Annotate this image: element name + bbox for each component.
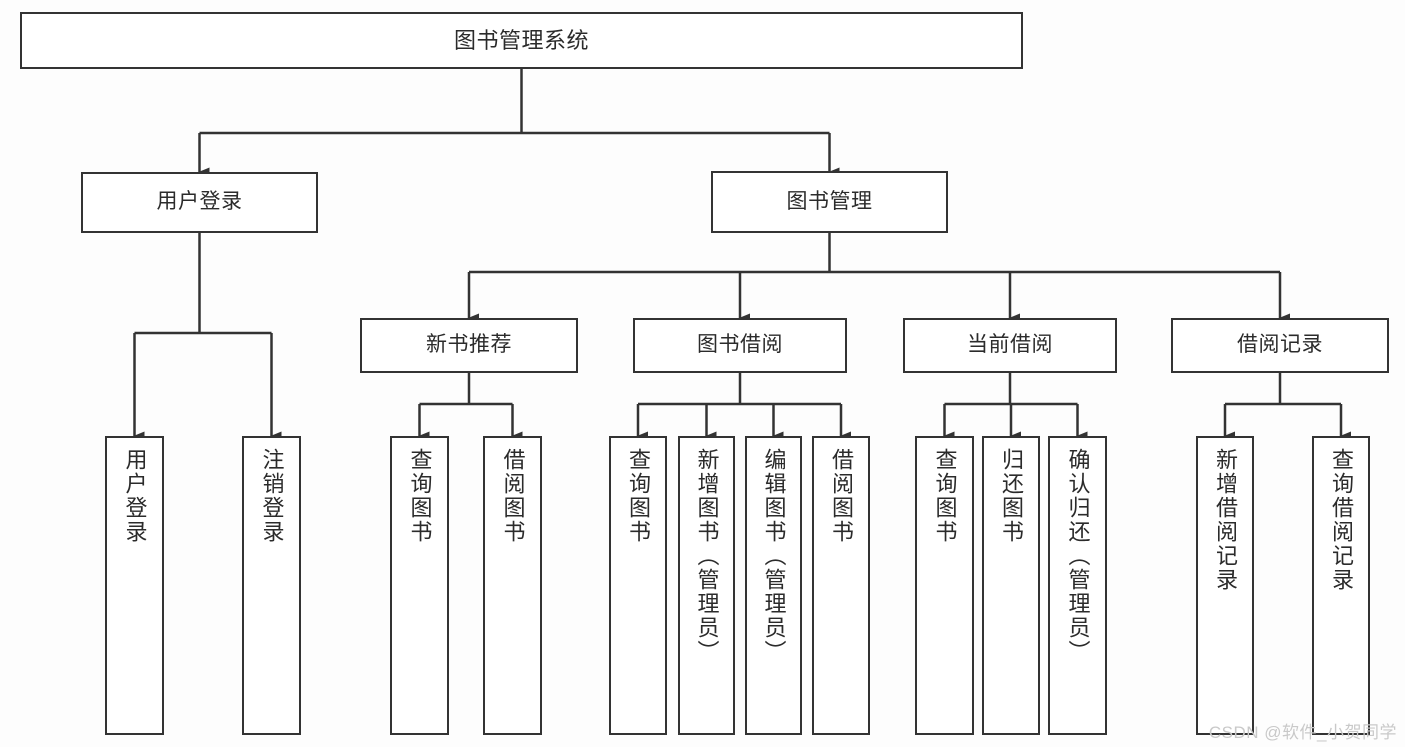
edge-bookmanage-split bbox=[467, 233, 1290, 323]
watermark-text: CSDN @软件_小贺同学 bbox=[1208, 723, 1397, 742]
edge-newbook-split bbox=[418, 373, 523, 441]
node-leaf-borrow-book[interactable]: 借阅图书 bbox=[812, 436, 870, 735]
node-label: 用户登录 bbox=[156, 190, 243, 214]
node-label: 查询借阅记录 bbox=[1329, 448, 1354, 592]
edge-bookborrow-split bbox=[636, 373, 851, 441]
node-label: 当前借阅 bbox=[967, 333, 1053, 357]
node-leaf-user-logout[interactable]: 注销登录 bbox=[242, 436, 301, 735]
node-leaf-query-book-rec[interactable]: 查询图书 bbox=[390, 436, 449, 735]
node-label: 图书借阅 bbox=[697, 333, 783, 357]
node-label: 图书管理系统 bbox=[453, 27, 589, 53]
node-new-book-rec[interactable]: 新书推荐 bbox=[360, 318, 578, 373]
edge-currentborrow-split bbox=[943, 373, 1088, 441]
node-label: 用户登录 bbox=[122, 448, 148, 544]
node-label: 图书管理 bbox=[786, 189, 873, 213]
node-label: 新书推荐 bbox=[426, 333, 512, 357]
node-label: 借阅记录 bbox=[1237, 333, 1323, 357]
node-leaf-edit-book[interactable]: 编辑图书（管理员） bbox=[745, 436, 802, 735]
node-book-manage[interactable]: 图书管理 bbox=[711, 171, 948, 233]
node-label: 新增图书（管理员） bbox=[694, 448, 720, 664]
node-label: 注销登录 bbox=[259, 448, 285, 544]
node-current-borrow[interactable]: 当前借阅 bbox=[903, 318, 1117, 373]
node-label: 新增借阅记录 bbox=[1213, 448, 1238, 592]
node-leaf-query-book-borrow[interactable]: 查询图书 bbox=[609, 436, 667, 735]
node-leaf-query-book-cur[interactable]: 查询图书 bbox=[915, 436, 974, 735]
edge-borrowrecord-split bbox=[1223, 373, 1351, 441]
node-leaf-add-record[interactable]: 新增借阅记录 bbox=[1196, 436, 1254, 735]
node-leaf-query-record[interactable]: 查询借阅记录 bbox=[1312, 436, 1370, 735]
node-leaf-add-book[interactable]: 新增图书（管理员） bbox=[678, 436, 735, 735]
node-borrow-record[interactable]: 借阅记录 bbox=[1171, 318, 1389, 373]
node-label: 确认归还（管理员） bbox=[1065, 448, 1091, 664]
node-leaf-confirm-return[interactable]: 确认归还（管理员） bbox=[1048, 436, 1107, 735]
node-leaf-user-login[interactable]: 用户登录 bbox=[105, 436, 164, 735]
node-label: 借阅图书 bbox=[500, 448, 526, 544]
node-label: 查询图书 bbox=[626, 448, 651, 544]
node-label: 归还图书 bbox=[999, 448, 1024, 544]
node-leaf-borrow-book-rec[interactable]: 借阅图书 bbox=[483, 436, 542, 735]
node-leaf-return-book[interactable]: 归还图书 bbox=[982, 436, 1040, 735]
edges-group bbox=[133, 69, 1351, 441]
node-label: 查询图书 bbox=[932, 448, 958, 544]
node-user-login[interactable]: 用户登录 bbox=[81, 172, 318, 233]
node-root[interactable]: 图书管理系统 bbox=[20, 12, 1023, 69]
edge-userlogin-split bbox=[133, 233, 282, 441]
edge-root-split bbox=[198, 69, 840, 177]
node-label: 查询图书 bbox=[407, 448, 433, 544]
node-book-borrow[interactable]: 图书借阅 bbox=[633, 318, 847, 373]
node-label: 编辑图书（管理员） bbox=[761, 448, 787, 664]
node-label: 借阅图书 bbox=[829, 448, 854, 544]
